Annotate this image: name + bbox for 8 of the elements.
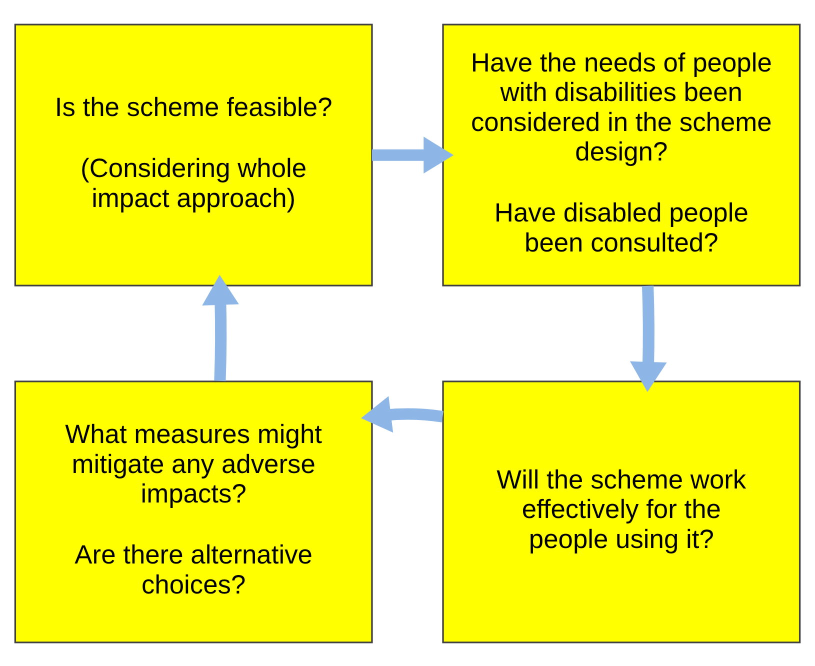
node-box: What measures might mitigate any adverse impacts? Are there alternative choices?	[14, 380, 373, 643]
node-box: Will the scheme work effectively for the people using it?	[442, 380, 801, 643]
arrow	[372, 136, 454, 174]
arrow	[361, 396, 444, 432]
arrow	[202, 274, 239, 381]
node-box: Is the scheme feasible? (Considering whole impact approach)	[14, 23, 373, 286]
node-box: Have the needs of people with disabilities been considered in the scheme design? Have disabled people been consulted?	[442, 23, 801, 286]
arrow	[630, 285, 667, 392]
